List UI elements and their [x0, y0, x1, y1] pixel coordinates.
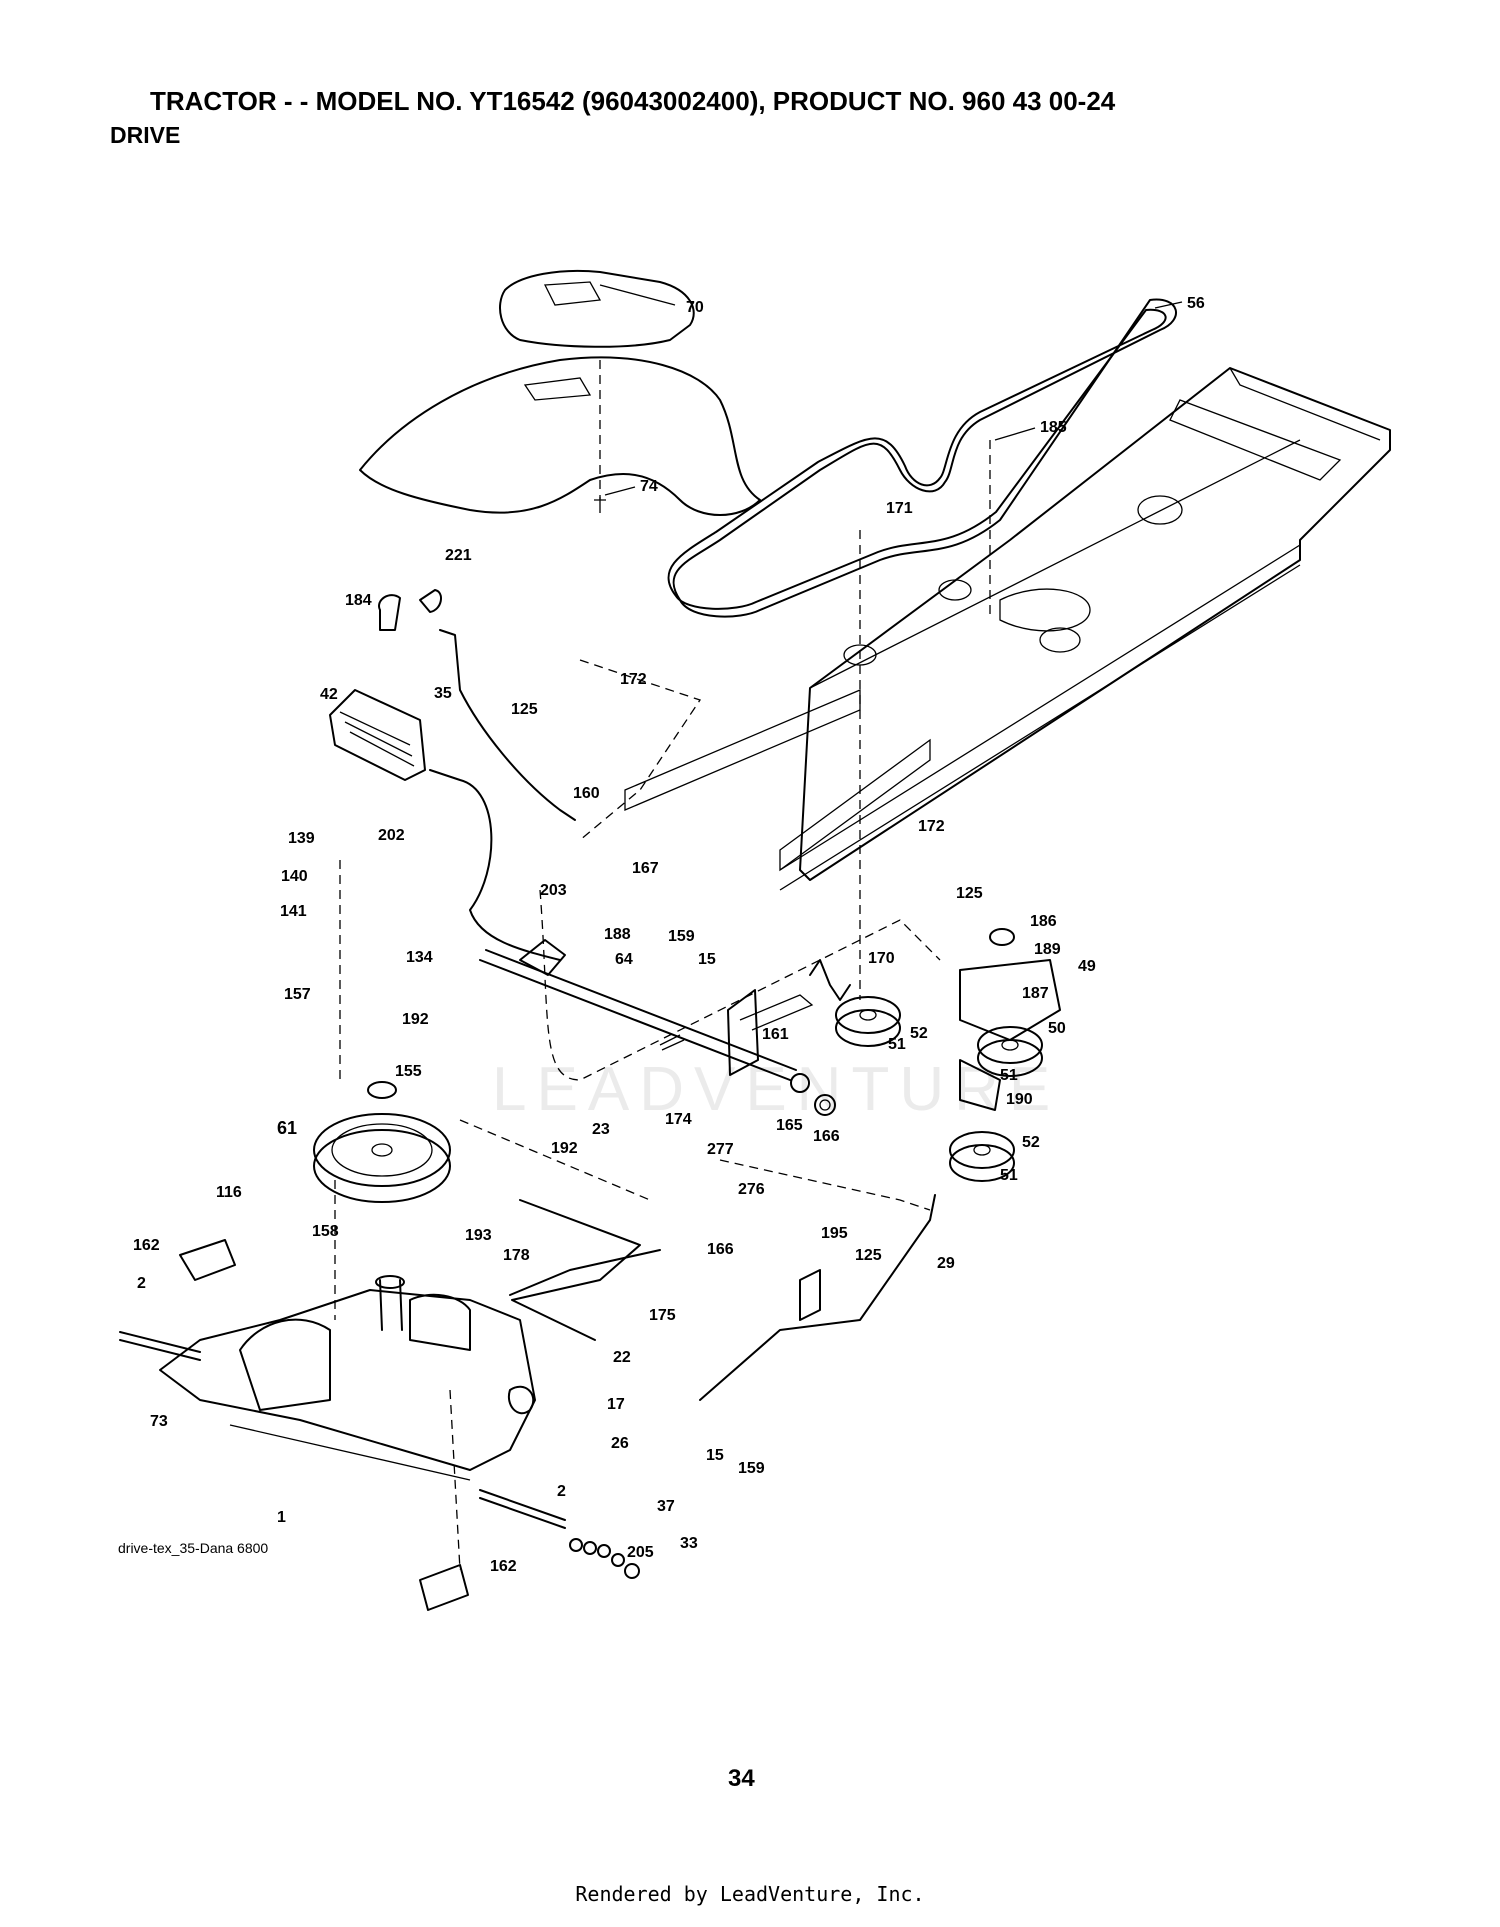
callout-70: 70 — [686, 299, 704, 316]
callout-125: 125 — [511, 701, 538, 718]
control-rods — [509, 1194, 936, 1401]
drive-belt — [667, 298, 1177, 618]
callout-157: 157 — [284, 986, 311, 1003]
callout-221: 221 — [445, 547, 472, 564]
callout-184: 184 — [345, 592, 372, 609]
render-credit: Rendered by LeadVenture, Inc. — [575, 1882, 925, 1906]
reference-lines — [334, 360, 991, 1571]
axle-mounts — [179, 1239, 469, 1611]
callout-165: 165 — [776, 1117, 803, 1134]
callout-74: 74 — [640, 478, 658, 495]
callout-174: 174 — [665, 1111, 692, 1128]
callout-64: 64 — [615, 951, 633, 968]
page-title: TRACTOR - - MODEL NO. YT16542 (960430024… — [150, 86, 1116, 116]
callout-51c: 51 — [1000, 1167, 1018, 1184]
callout-61: 61 — [277, 1118, 297, 1138]
callout-50: 50 — [1048, 1020, 1066, 1037]
callout-276: 276 — [738, 1181, 765, 1198]
drawing-id: drive-tex_35-Dana 6800 — [118, 1540, 269, 1556]
callout-162: 162 — [133, 1237, 160, 1254]
drive-shaft-linkage — [479, 939, 851, 1116]
transaxle — [119, 1275, 566, 1529]
callout-51b: 51 — [1000, 1067, 1018, 1084]
callout-33: 33 — [680, 1535, 698, 1552]
callout-56: 56 — [1187, 295, 1205, 312]
callout-125b: 125 — [855, 1247, 882, 1264]
callout-52b: 52 — [1022, 1134, 1040, 1151]
callout-51: 51 — [888, 1036, 906, 1053]
callout-202: 202 — [378, 827, 405, 844]
callout-185: 185 — [1040, 419, 1067, 436]
callout-167: 167 — [632, 860, 659, 877]
callout-162b: 162 — [490, 1558, 517, 1575]
callout-141: 141 — [280, 903, 307, 920]
callout-172b: 172 — [918, 818, 945, 835]
callout-203: 203 — [540, 882, 567, 899]
callout-190: 190 — [1006, 1091, 1033, 1108]
callout-186: 186 — [1030, 913, 1057, 930]
callout-175: 175 — [649, 1307, 676, 1324]
callout-26: 26 — [611, 1435, 629, 1452]
callout-192: 192 — [402, 1011, 429, 1028]
callout-188: 188 — [604, 926, 631, 943]
watermark: LEADVENTURE — [492, 1055, 1060, 1124]
callout-277: 277 — [707, 1141, 734, 1158]
callout-160: 160 — [573, 785, 600, 802]
callout-35: 35 — [434, 685, 452, 702]
callout-2: 2 — [137, 1275, 146, 1292]
callout-15: 15 — [698, 951, 716, 968]
callout-labels: 70 56 185 74 171 221 184 35 172 125 42 1… — [133, 284, 1205, 1575]
tractor-frame — [624, 367, 1391, 891]
callout-172: 172 — [620, 671, 647, 688]
callout-187: 187 — [1022, 985, 1049, 1002]
callout-17: 17 — [607, 1396, 625, 1413]
callout-189: 189 — [1034, 941, 1061, 958]
callout-23: 23 — [592, 1121, 610, 1138]
callout-195: 195 — [821, 1225, 848, 1242]
idler-pulleys — [835, 928, 1061, 1182]
callout-166: 166 — [813, 1128, 840, 1145]
callout-73: 73 — [150, 1413, 168, 1430]
callout-140: 140 — [281, 868, 308, 885]
page-number: 34 — [728, 1765, 755, 1792]
callout-42: 42 — [320, 686, 338, 703]
callout-1: 1 — [277, 1509, 286, 1526]
callout-52: 52 — [910, 1025, 928, 1042]
callout-155: 155 — [395, 1063, 422, 1080]
pedal-assembly — [329, 589, 576, 961]
callout-158: 158 — [312, 1223, 339, 1240]
transmission-pulley — [313, 1081, 451, 1203]
callout-178: 178 — [503, 1247, 530, 1264]
callout-22: 22 — [613, 1349, 631, 1366]
callout-171: 171 — [886, 500, 913, 517]
callout-139: 139 — [288, 830, 315, 847]
callout-49: 49 — [1078, 958, 1096, 975]
callout-192b: 192 — [551, 1140, 578, 1157]
callout-29: 29 — [937, 1255, 955, 1272]
washer-stack — [569, 1538, 640, 1579]
callout-159b: 159 — [738, 1460, 765, 1477]
callout-125c: 125 — [956, 885, 983, 902]
callout-170: 170 — [868, 950, 895, 967]
callout-37: 37 — [657, 1498, 675, 1515]
callout-161: 161 — [762, 1026, 789, 1043]
callout-116: 116 — [216, 1184, 242, 1201]
callout-15b: 15 — [706, 1447, 724, 1464]
callout-166b: 166 — [707, 1241, 734, 1258]
callout-205: 205 — [627, 1544, 654, 1561]
callout-134: 134 — [406, 949, 433, 966]
callout-2b: 2 — [557, 1483, 566, 1500]
section-title: DRIVE — [110, 122, 181, 148]
callout-193: 193 — [465, 1227, 492, 1244]
callout-159: 159 — [668, 928, 695, 945]
